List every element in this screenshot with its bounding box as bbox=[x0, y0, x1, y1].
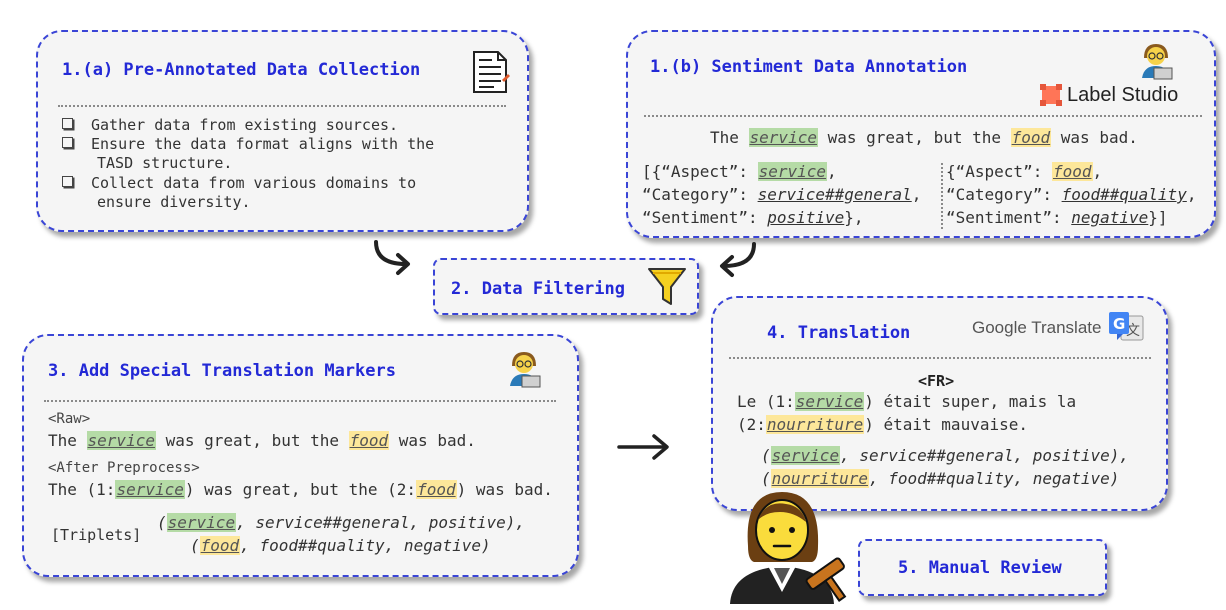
json-right-line: “Category”: food##quality, bbox=[946, 185, 1197, 204]
language-label: <FR> bbox=[918, 372, 955, 390]
box-title: 1.(a) Pre-Annotated Data Collection bbox=[62, 60, 421, 80]
box-title: 2. Data Filtering bbox=[451, 279, 625, 299]
box-title: 4. Translation bbox=[767, 323, 911, 343]
box-translation-markers: 3. Add Special Translation Markers <Raw>… bbox=[22, 334, 579, 577]
triplet-line: (food, food##quality, negative) bbox=[190, 536, 491, 555]
checkbox-icon bbox=[62, 118, 73, 129]
google-translate-icon: 文 G bbox=[1109, 312, 1144, 341]
json-right-line: “Sentiment”: negative}] bbox=[946, 208, 1168, 227]
json-divider bbox=[941, 163, 943, 229]
label-studio-icon bbox=[1040, 84, 1062, 106]
box-title: 5. Manual Review bbox=[898, 558, 1062, 578]
svg-text:G: G bbox=[1113, 315, 1125, 333]
bullet-item: Ensure the data format aligns with the bbox=[62, 135, 434, 153]
triplet-line: (service, service##general, positive), bbox=[157, 513, 526, 532]
example-sentence: The service was great, but the food was … bbox=[710, 128, 1138, 147]
separator bbox=[644, 115, 1202, 117]
box-pre-annotated-collection: 1.(a) Pre-Annotated Data Collection Gath… bbox=[36, 30, 529, 232]
separator bbox=[58, 105, 506, 107]
box-data-filtering: 2. Data Filtering bbox=[433, 258, 699, 315]
translated-line: (2:nourriture) était mauvaise. bbox=[737, 415, 1028, 434]
checkbox-icon bbox=[62, 176, 73, 187]
json-right-line: {“Aspect”: food, bbox=[946, 162, 1103, 181]
triplet-line: (service, service##general, positive), bbox=[761, 446, 1130, 465]
document-icon bbox=[468, 50, 512, 98]
box-manual-review: 5. Manual Review bbox=[858, 539, 1107, 596]
arrow-1b-to-filter bbox=[720, 242, 756, 277]
google-translate-logo: Google Translate 文 G bbox=[972, 310, 1145, 346]
separator bbox=[729, 357, 1151, 359]
bullet-item: Collect data from various domains to bbox=[62, 174, 416, 192]
preprocess-label: <After Preprocess> bbox=[48, 460, 200, 476]
translated-line: Le (1:service) était super, mais la bbox=[737, 392, 1077, 411]
box-translation: 4. Translation Google Translate 文 G <FR>… bbox=[711, 296, 1168, 511]
bullet-item-cont: ensure diversity. bbox=[97, 193, 251, 211]
box-title: 1.(b) Sentiment Data Annotation bbox=[650, 57, 968, 77]
bullet-item: Gather data from existing sources. bbox=[62, 116, 398, 134]
separator bbox=[44, 400, 556, 402]
svg-text:文: 文 bbox=[1126, 323, 1140, 339]
raw-label: <Raw> bbox=[48, 411, 91, 427]
json-left-line: “Sentiment”: positive}, bbox=[642, 208, 864, 227]
raw-sentence: The service was great, but the food was … bbox=[48, 431, 476, 450]
filter-icon bbox=[647, 266, 687, 312]
triplets-label: [Triplets] bbox=[51, 526, 142, 544]
box-sentiment-annotation: 1.(b) Sentiment Data Annotation Label St… bbox=[626, 30, 1216, 238]
preprocessed-sentence: The (1:service) was great, but the (2:fo… bbox=[48, 480, 553, 499]
arrow-1a-to-filter bbox=[374, 240, 410, 275]
annotator-person-icon bbox=[1136, 40, 1176, 84]
label-studio-logo: Label Studio bbox=[1040, 82, 1178, 108]
json-left-line: “Category”: service##general, bbox=[642, 185, 922, 204]
json-left-line: [{“Aspect”: service, bbox=[642, 162, 837, 181]
triplet-line: (nourriture, food##quality, negative) bbox=[761, 469, 1120, 488]
arrow-3-to-4 bbox=[617, 434, 669, 460]
annotator-person-icon bbox=[504, 348, 544, 392]
bullet-item-cont: TASD structure. bbox=[97, 154, 233, 172]
box-title: 3. Add Special Translation Markers bbox=[48, 361, 396, 381]
judge-icon bbox=[722, 486, 852, 608]
checkbox-icon bbox=[62, 137, 73, 148]
